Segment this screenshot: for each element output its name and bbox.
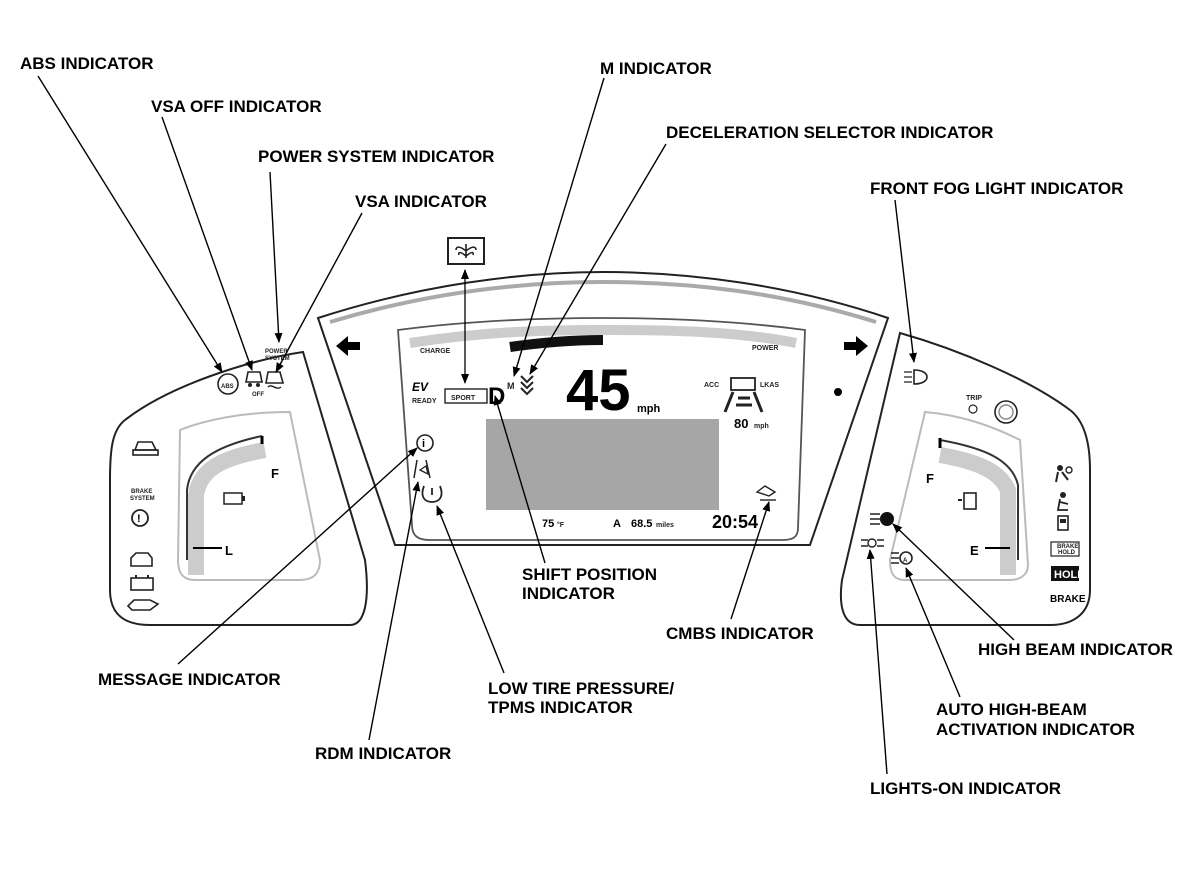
label-shift-position-indicator-line1: SHIFT POSITION (522, 565, 657, 584)
trip-knob (994, 400, 1018, 424)
label-lights-on-indicator: LIGHTS-ON INDICATOR (870, 779, 1061, 798)
eco-leaf-icon (455, 244, 477, 258)
set-speed-unit: mph (754, 423, 769, 430)
hold-indicator-box (1051, 566, 1079, 581)
indicator-dot (834, 388, 842, 396)
label-vsa-off-indicator: VSA OFF INDICATOR (151, 97, 322, 116)
message-indicator-icon: i (416, 434, 434, 452)
clock-readout: 20:54 (712, 512, 758, 532)
ev-label: EV (412, 380, 429, 394)
hold-indicator: HOLD (1054, 569, 1085, 581)
seat-belt-icon (1056, 492, 1069, 511)
lights-on-icon (861, 538, 884, 548)
charge-label: CHARGE (420, 348, 451, 355)
brake-hold-label-top: BRAKE (1057, 544, 1078, 550)
label-m-indicator: M INDICATOR (600, 59, 712, 78)
acc-label: ACC (704, 382, 719, 389)
cmbs-icon (755, 485, 777, 501)
trip-unit: miles (656, 522, 674, 529)
power-label: POWER (752, 345, 778, 352)
label-power-system-indicator: POWER SYSTEM INDICATOR (258, 147, 494, 166)
srs-airbag-icon (1055, 465, 1073, 483)
oil-pressure-icon (126, 599, 160, 611)
label-low-tire-pressure-line1: LOW TIRE PRESSURE/ (488, 679, 674, 698)
label-vsa-indicator: VSA INDICATOR (355, 192, 487, 211)
callout-lines (37, 75, 1015, 775)
sport-mode-indicator: SPORT (451, 395, 476, 402)
right-gauge-full-label: F (926, 471, 934, 486)
power-system-label-top: POWER (265, 349, 288, 355)
right-turn-signal-icon (844, 336, 868, 356)
auto-high-beam-icon: A (891, 551, 913, 565)
label-auto-high-beam-line2: ACTIVATION INDICATOR (936, 720, 1135, 739)
high-beam-icon (870, 512, 894, 526)
center-display: CHARGE POWER EV READY SPORT D M 45 mph A… (316, 270, 890, 546)
temperature-unit: °F (557, 521, 565, 529)
svg-text:i: i (422, 438, 425, 450)
ready-label: READY (412, 398, 437, 405)
set-speed: 80 (734, 416, 748, 431)
trip-button-label: TRIP (966, 395, 982, 402)
front-fog-light-icon (904, 369, 928, 385)
brake-system-label-top: BRAKE (131, 489, 152, 495)
brake-warning-icon: ! (131, 509, 149, 527)
speed-unit: mph (637, 403, 661, 415)
callout-labels: ABS INDICATOR VSA OFF INDICATOR POWER SY… (20, 54, 1173, 798)
right-gauge-pod: F E TRIP (834, 331, 1091, 626)
left-gauge-pod: F L ABS OFF POWER SYSTEM (109, 349, 368, 626)
shift-position-indicator: D (488, 383, 505, 410)
svg-text:A: A (903, 558, 908, 564)
trip-button-small-icon (968, 404, 978, 414)
brake-indicator: BRAKE (1050, 594, 1086, 605)
abs-icon: ABS (217, 373, 239, 395)
label-deceleration-selector-indicator: DECELERATION SELECTOR INDICATOR (666, 123, 993, 142)
svg-text:ABS: ABS (221, 384, 234, 390)
m-indicator: M (507, 381, 515, 391)
rdm-icon (413, 459, 431, 479)
trip-meter-letter: A (613, 518, 621, 530)
vsa-off-icon: OFF (245, 371, 264, 398)
brake-hold-label-bottom: HOLD (1058, 550, 1076, 556)
label-shift-position-indicator-line2: INDICATOR (522, 584, 615, 603)
ev-car-icon (132, 441, 159, 456)
multi-information-display (486, 419, 719, 510)
label-front-fog-light-indicator: FRONT FOG LIGHT INDICATOR (870, 179, 1123, 198)
outside-temperature: 75 (542, 518, 554, 530)
acc-car-icon (723, 377, 764, 413)
label-low-tire-pressure-line2: TPMS INDICATOR (488, 698, 633, 717)
lkas-label: LKAS (760, 382, 779, 389)
brake-system-label-bottom: SYSTEM (130, 496, 155, 502)
eco-indicator-box (447, 237, 485, 265)
label-auto-high-beam-line1: AUTO HIGH-BEAM (936, 700, 1087, 719)
check-engine-icon (130, 552, 153, 567)
battery-icon (223, 492, 245, 505)
low-tire-pressure-icon (421, 485, 443, 503)
brake-hold-indicator (1050, 541, 1080, 557)
left-turn-signal-icon (336, 336, 360, 356)
speed-readout: 45 (566, 358, 631, 423)
label-message-indicator: MESSAGE INDICATOR (98, 670, 281, 689)
power-system-label-bottom: SYSTEM (265, 356, 290, 362)
low-fuel-icon (1057, 515, 1069, 531)
label-cmbs-indicator: CMBS INDICATOR (666, 624, 814, 643)
left-gauge-full-label: F (271, 466, 279, 481)
label-abs-indicator: ABS INDICATOR (20, 54, 154, 73)
fuel-pump-icon (958, 492, 977, 510)
left-gauge-low-label: L (225, 543, 233, 558)
deceleration-selector-icon (520, 375, 534, 396)
trip-distance: 68.5 (631, 518, 652, 530)
label-high-beam-indicator: HIGH BEAM INDICATOR (978, 640, 1173, 659)
label-rdm-indicator: RDM INDICATOR (315, 744, 451, 763)
right-gauge-empty-label: E (970, 543, 979, 558)
charging-system-icon (130, 575, 154, 591)
vsa-off-text: OFF (252, 392, 264, 398)
svg-text:!: ! (137, 513, 141, 525)
